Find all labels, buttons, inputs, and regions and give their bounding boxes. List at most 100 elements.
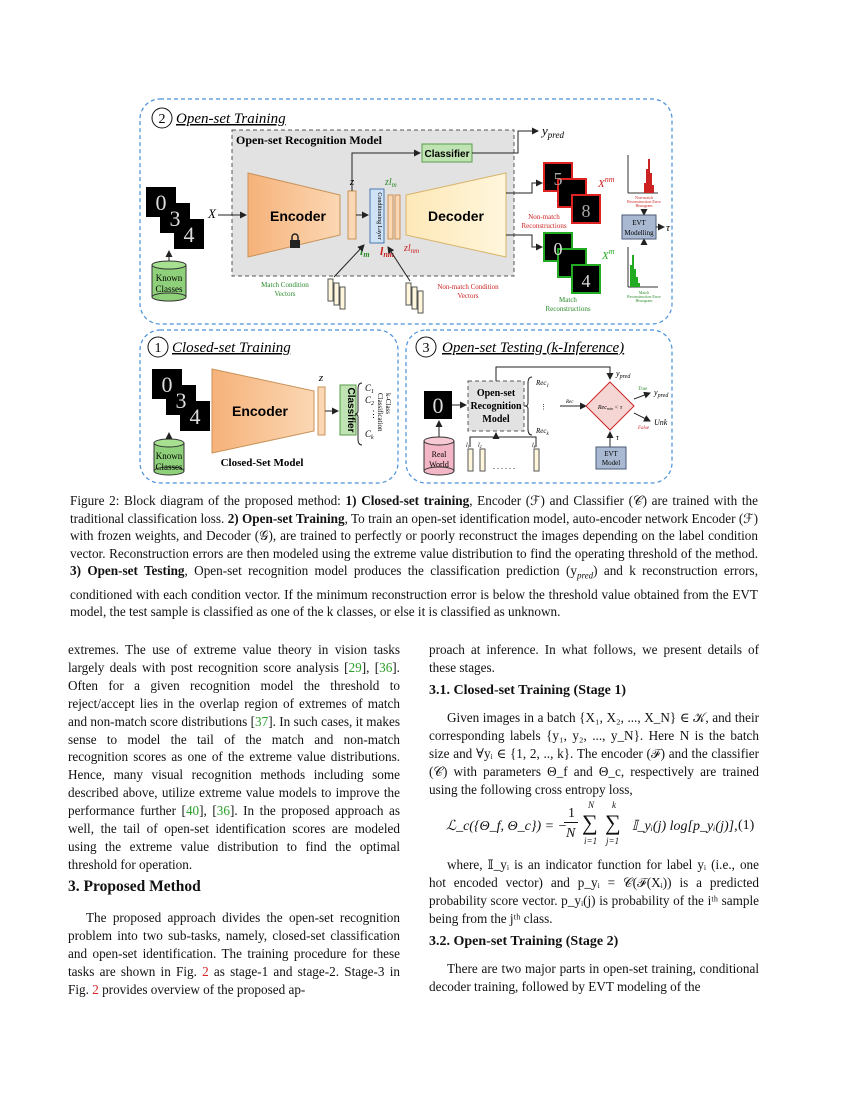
cite-36[interactable]: 36: [379, 659, 393, 675]
known-classes-p1-line1: Known: [156, 451, 183, 461]
closed-set-model-caption: Closed-Set Model: [221, 457, 304, 469]
panel2-frame: [139, 98, 673, 325]
svg-text:4: 4: [184, 222, 195, 247]
osr-model-box-p3: [467, 380, 525, 432]
svg-text:3: 3: [170, 206, 181, 231]
encoder-label-p1: Encoder: [232, 403, 289, 419]
osr-model-p3-line1: Open-set: [477, 388, 516, 399]
fig-ref-2b[interactable]: 2: [92, 981, 99, 997]
panel2-number-badge: [151, 107, 173, 129]
cite-40[interactable]: 40: [185, 803, 200, 819]
evt-model-line2: Model: [602, 459, 620, 467]
osr-model-title: Open-set Recognition Model: [236, 133, 383, 147]
true-label: True: [638, 387, 648, 392]
caption-stage2: , To train an open-set identification mo…: [70, 510, 758, 561]
right-col-paragraph-0: proach at inference. In what follows, we…: [429, 642, 759, 675]
match-recon-line1: Match: [559, 296, 577, 304]
svg-text:5: 5: [554, 169, 563, 189]
zlnm-label: zlnm: [403, 243, 419, 255]
lnm-label: lnm: [380, 244, 394, 259]
fig-ref-2a[interactable]: 2: [202, 963, 209, 979]
evt-modelling-box: [621, 214, 657, 240]
equation-1: ℒ_c({Θ_f, Θ_c}) = − 1 N N ∑ i=1 k ∑ j=1 …: [446, 800, 755, 846]
decision-diamond: [585, 381, 635, 431]
svg-text:4: 4: [582, 271, 591, 291]
known-classes-db-p2: [151, 260, 187, 302]
cite-37[interactable]: 37: [255, 713, 269, 729]
section-title-proposed-method: 3. Proposed Method: [68, 878, 201, 895]
caption-stage1: , Encoder (ℱ) and Classifier (𝒞) are tra…: [70, 493, 758, 526]
kclass-line2: Classification: [376, 393, 384, 432]
panel2-number: 2: [159, 112, 166, 127]
hist-nonmatch-line3: Histogram: [636, 203, 654, 208]
decoder-label: Decoder: [428, 208, 485, 224]
z-label-p1: z: [318, 372, 324, 384]
evt-label-line1: EVT: [632, 219, 646, 227]
cite-36b[interactable]: 36: [216, 803, 230, 819]
right-col-paragraph-3: There are two major parts in open-set tr…: [429, 961, 759, 994]
panel3-frame: [405, 329, 673, 484]
osr-model-p3-line2: Recognition: [470, 401, 522, 412]
tau-label-p3: τ: [616, 433, 620, 442]
nonmatch-recon-line2: Reconstructions: [521, 222, 566, 230]
evt-label-line2: Modelling: [624, 229, 654, 237]
panel3-title: Open-set Testing (k-Inference): [442, 340, 624, 356]
vector-dots: . . . . . .: [493, 462, 515, 471]
tau-label-p2: τ: [666, 222, 671, 234]
classifier-label-p2: Classifier: [424, 149, 469, 160]
cite-29[interactable]: 29: [348, 659, 362, 675]
osr-model-p3-line3: Model: [482, 414, 509, 425]
match-vectors-line1: Match Condition: [261, 281, 309, 289]
evt-model-line1: EVT: [604, 450, 618, 458]
zlnm-vector: [394, 194, 401, 240]
eq-sum2-bot: j=1: [606, 836, 620, 846]
classifier-box-p1: [339, 384, 357, 436]
caption-stage3-bold: 3) Open-set Testing: [70, 563, 185, 579]
rec1-label: Rec1: [535, 379, 549, 389]
hist-match-line1: Match: [639, 290, 649, 295]
xnm-label: Xnm: [597, 175, 615, 190]
left-col-paragraph-2: The proposed approach divides the open-s…: [68, 910, 400, 997]
hist-nonmatch-line1: Non-match: [635, 195, 653, 200]
nonmatch-vectors-line2: Vectors: [458, 292, 479, 300]
condition-vectors-p3: [467, 448, 540, 472]
match-histogram: [627, 247, 658, 288]
panel2-title: Open-set Training: [176, 111, 286, 127]
panel1-title: Closed-set Training: [172, 340, 291, 356]
ck-label: Ck: [365, 429, 374, 441]
caption-stage1-bold: 1) Closed-set training: [345, 493, 470, 508]
unk-label: Unk: [654, 418, 668, 427]
figure-caption: Figure 2: Block diagram of the proposed …: [70, 492, 758, 621]
svg-text:0: 0: [156, 190, 167, 215]
test-image: [424, 391, 452, 419]
xm-label: Xm: [601, 247, 615, 262]
ypred-label-p2: ypred: [540, 123, 564, 140]
latent-z-p1: [317, 386, 326, 436]
subsection-3-2-title: 3.2. Open-set Training (Stage 2): [429, 934, 619, 949]
input-x-label: X: [207, 206, 217, 221]
c2-label: C2: [365, 395, 374, 407]
svg-text:3: 3: [176, 388, 187, 413]
nonmatch-condition-vectors: [405, 282, 424, 314]
known-classes-line2: Classes: [156, 284, 183, 294]
encoder-block-p2: [247, 172, 341, 258]
conditioning-label: Conditioning Layer: [376, 192, 382, 239]
nonmatch-vectors-line1: Non-match Condition: [437, 283, 499, 291]
right-col-paragraph-2: where, 𝕀_yᵢ is an indicator function for…: [429, 857, 759, 926]
svg-text:⋮: ⋮: [369, 409, 378, 419]
false-label: False: [637, 426, 650, 431]
l1-label: l1: [466, 443, 470, 449]
eq-sum2-top: k: [612, 800, 616, 810]
svg-text:0: 0: [162, 372, 173, 397]
panel1-number: 1: [155, 341, 162, 356]
hist-match-line2: Reconstruction Error: [627, 294, 661, 299]
caption-stage2-bold: 2) Open-set Training: [227, 510, 345, 526]
conditioning-layer: [369, 188, 385, 244]
eq-frac-den: N: [566, 826, 576, 841]
evt-model-box-p3: [595, 446, 627, 470]
decoder-block: [405, 172, 507, 258]
rec-small-label: Rec: [565, 400, 574, 405]
svg-text:0: 0: [433, 393, 444, 418]
svg-text:4: 4: [190, 404, 201, 429]
input-images-stack: 0 3 4: [146, 187, 204, 249]
